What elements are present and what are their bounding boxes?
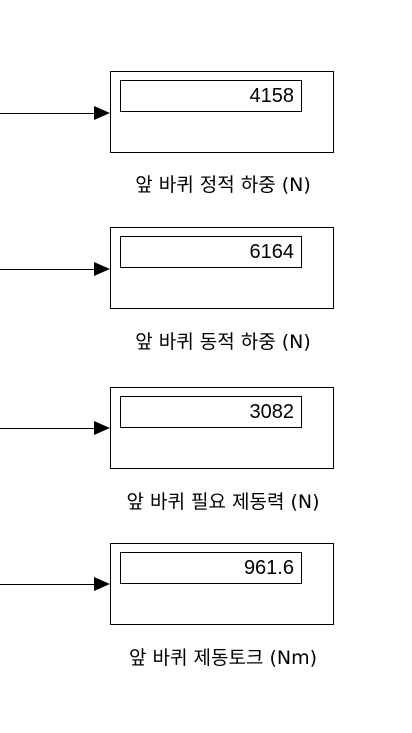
display-field: 3082 (120, 396, 302, 428)
signal-line-4 (0, 584, 96, 585)
display-field: 961.6 (120, 552, 302, 584)
display-value: 3082 (249, 401, 295, 423)
block-label[interactable]: 앞 바퀴 제동토크 (Nm) (128, 647, 318, 669)
display-block-front-braking-force[interactable]: 3082 (110, 387, 334, 469)
display-field: 6164 (120, 236, 302, 268)
display-field: 4158 (120, 80, 302, 112)
arrow-head-icon (94, 106, 110, 120)
signal-line-1 (0, 113, 96, 114)
block-label[interactable]: 앞 바퀴 정적 하중 (N) (135, 174, 311, 196)
arrow-head-icon (94, 421, 110, 435)
display-block-front-braking-torque[interactable]: 961.6 (110, 543, 334, 625)
arrow-head-icon (94, 577, 110, 591)
arrow-head-icon (94, 262, 110, 276)
block-label[interactable]: 앞 바퀴 동적 하중 (N) (135, 331, 311, 353)
display-value: 6164 (249, 241, 295, 263)
block-label[interactable]: 앞 바퀴 필요 제동력 (N) (126, 491, 320, 513)
display-value: 4158 (249, 85, 295, 107)
display-block-front-dynamic-load[interactable]: 6164 (110, 227, 334, 309)
signal-line-2 (0, 269, 96, 270)
display-block-front-static-load[interactable]: 4158 (110, 71, 334, 153)
signal-line-3 (0, 428, 96, 429)
display-value: 961.6 (243, 557, 294, 579)
